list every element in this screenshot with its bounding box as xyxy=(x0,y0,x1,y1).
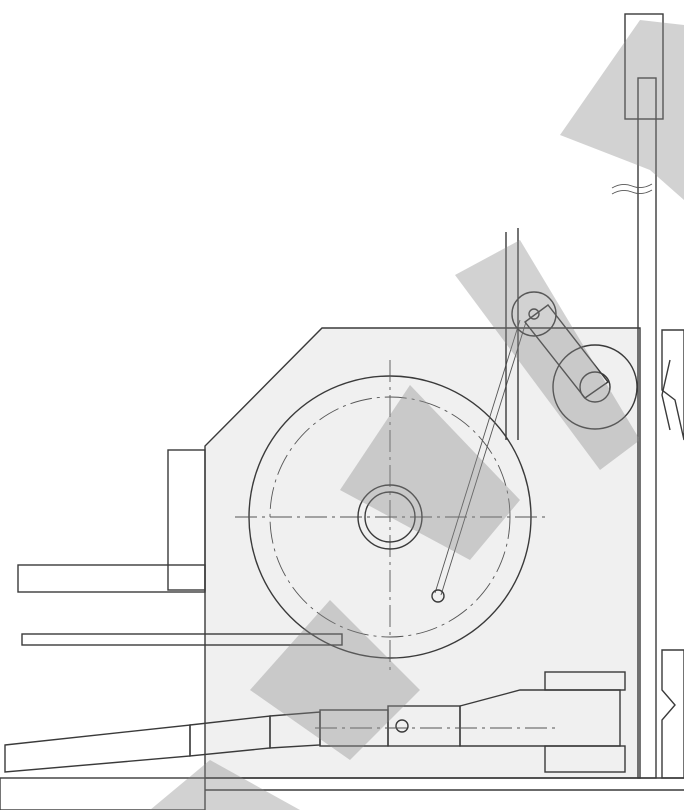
watermark xyxy=(150,20,684,810)
left-wall-section xyxy=(17,449,206,593)
right-wall-section xyxy=(661,329,684,779)
rocker-arm xyxy=(511,291,638,430)
vertical-slider xyxy=(505,228,519,440)
vertical-column xyxy=(611,13,664,779)
lower-actuator xyxy=(4,671,626,773)
main-wheel xyxy=(235,360,548,670)
guide-rail xyxy=(21,633,343,646)
base-plate xyxy=(0,777,684,810)
